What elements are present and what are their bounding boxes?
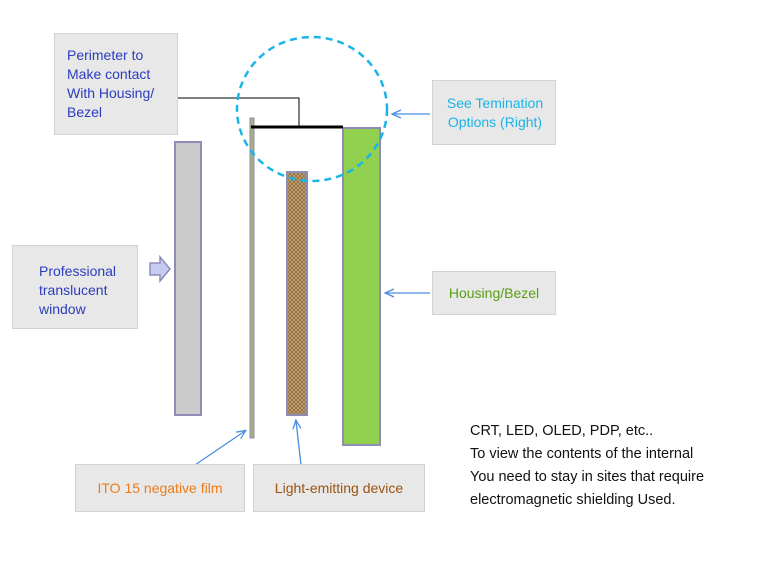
perimeter-leader-line <box>178 97 300 127</box>
light-emitting-label: Light-emitting device <box>274 480 404 496</box>
ito-pointer-arrow <box>191 431 245 468</box>
housing-label: Housing/Bezel <box>448 285 540 301</box>
window-label: Professional translucent window <box>39 263 117 317</box>
note-line: To view the contents of the internal <box>470 446 694 462</box>
window-label-box: Professional translucent window <box>12 245 138 329</box>
note-line: electromagnetic shielding Used. <box>470 492 676 508</box>
termination-label: See Temination Options (Right) <box>446 95 544 130</box>
shielding-note: CRT, LED, OLED, PDP, etc.. To view the c… <box>470 420 704 512</box>
termination-label-box: See Temination Options (Right) <box>432 80 556 145</box>
note-line: CRT, LED, OLED, PDP, etc.. <box>470 423 654 439</box>
housing-label-box: Housing/Bezel <box>432 271 556 315</box>
light-emitting-device-panel <box>286 171 308 416</box>
perimeter-label: Perimeter to Make contact With Housing/ … <box>67 47 155 120</box>
ito-label: ITO 15 negative film <box>97 480 223 496</box>
window-panel <box>174 141 202 416</box>
block-arrow-right-icon <box>149 254 171 284</box>
ito-film-strip <box>249 117 255 439</box>
device-pointer-arrow <box>296 421 302 466</box>
note-line: You need to stay in sites that require <box>470 469 705 485</box>
light-emitting-label-box: Light-emitting device <box>253 464 425 512</box>
ito-label-box: ITO 15 negative film <box>75 464 245 512</box>
housing-panel <box>342 127 381 446</box>
termination-highlight-ellipse <box>235 35 389 183</box>
perimeter-label-box: Perimeter to Make contact With Housing/ … <box>54 33 178 135</box>
